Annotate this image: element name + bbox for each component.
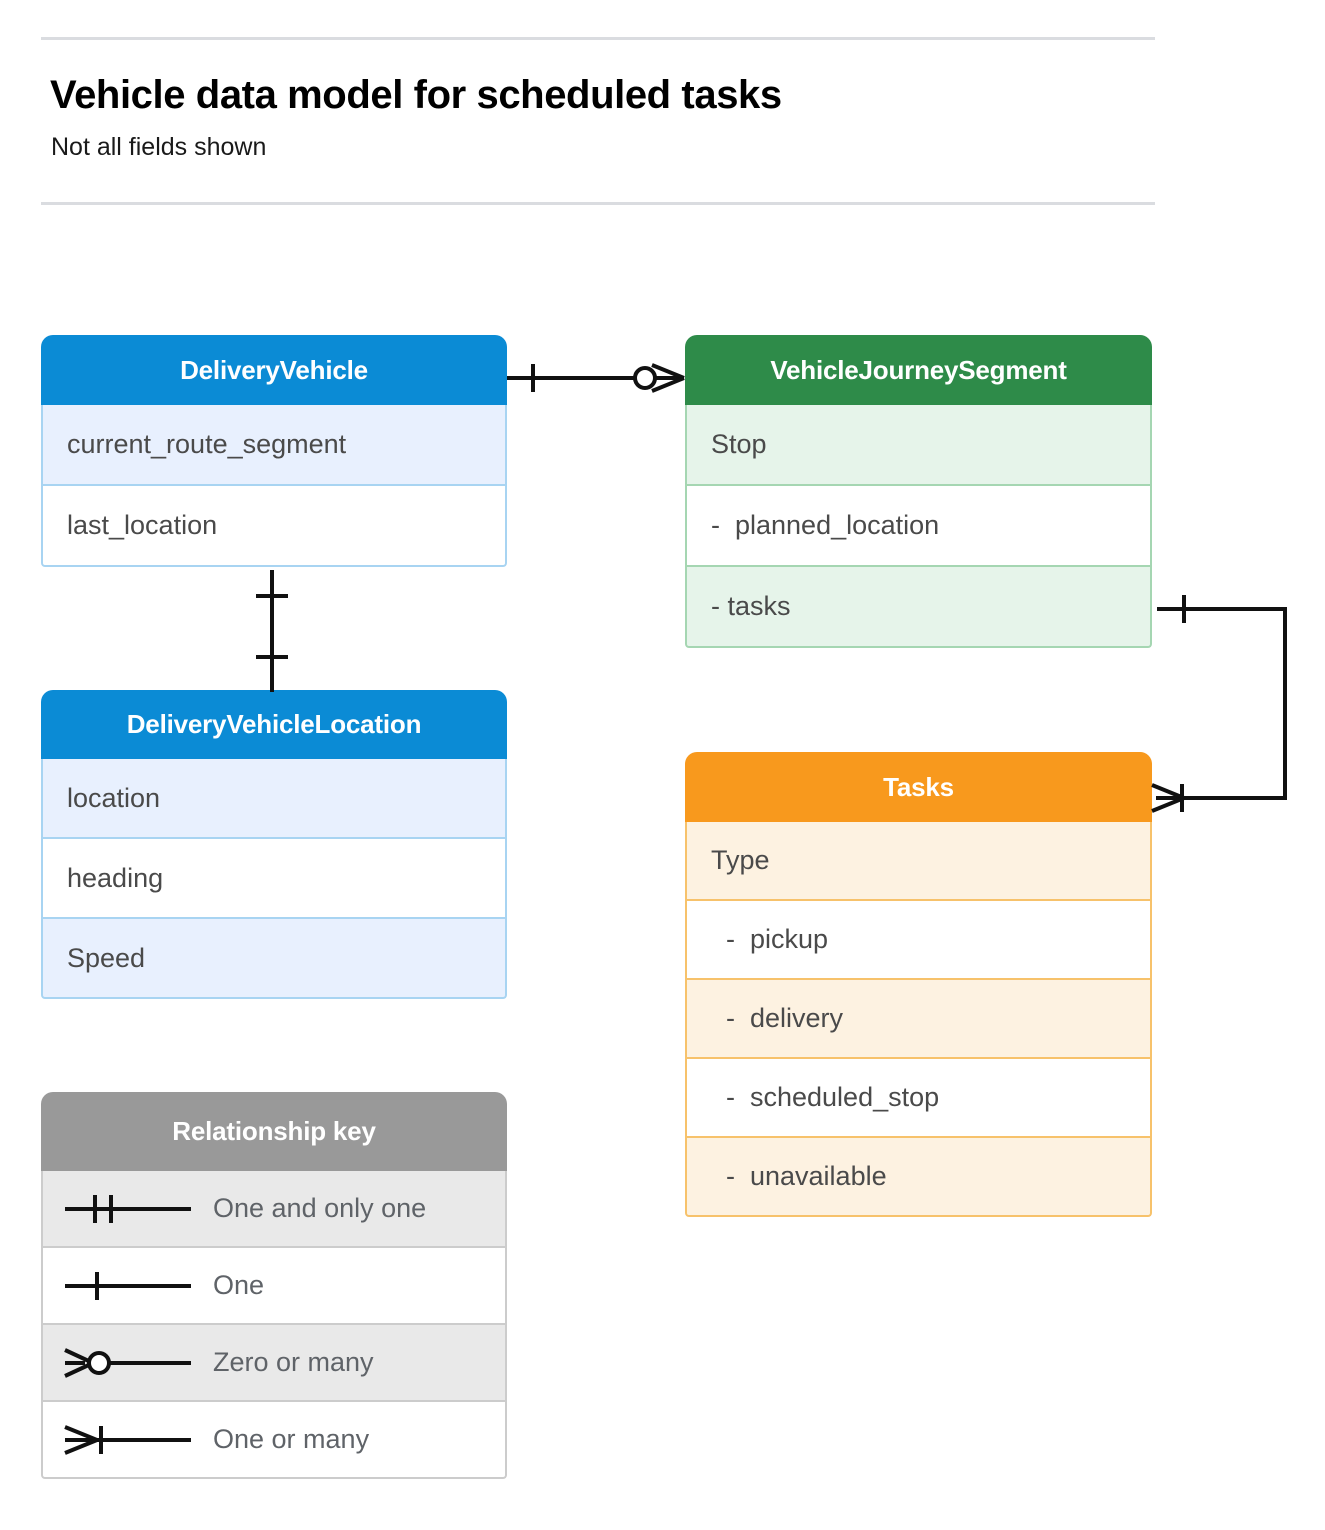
legend-item: One xyxy=(41,1248,507,1325)
field-row: - pickup xyxy=(685,901,1152,980)
page-title: Vehicle data model for scheduled tasks xyxy=(50,73,782,117)
field-row: Type xyxy=(685,822,1152,901)
entity-header-delivery-vehicle: DeliveryVehicle xyxy=(41,335,507,405)
legend-item-label: One or many xyxy=(213,1424,370,1454)
entity-header-vehicle-journey-segment: VehicleJourneySegment xyxy=(685,335,1152,405)
page-subtitle: Not all fields shown xyxy=(51,133,267,161)
field-row: - unavailable xyxy=(685,1138,1152,1217)
entity-delivery-vehicle[interactable]: DeliveryVehicle current_route_segment la… xyxy=(41,335,507,567)
legend-item-label: One and only one xyxy=(213,1193,427,1223)
field-row: current_route_segment xyxy=(41,405,507,486)
legend-title: Relationship key xyxy=(41,1092,507,1171)
field-row: heading xyxy=(41,839,507,919)
connector-vehicle-to-location xyxy=(256,570,288,692)
header-divider-top xyxy=(41,37,1155,40)
connector-tasks-relationship xyxy=(1151,595,1287,813)
one-icon xyxy=(43,1248,213,1323)
entity-vehicle-journey-segment[interactable]: VehicleJourneySegment Stop - planned_loc… xyxy=(685,335,1152,648)
field-row: - delivery xyxy=(685,980,1152,1059)
field-row: - scheduled_stop xyxy=(685,1059,1152,1138)
field-row: - tasks xyxy=(685,567,1152,648)
relationship-key-legend[interactable]: Relationship key One and only one One xyxy=(41,1092,507,1479)
connector-vehicle-to-journey-segment xyxy=(507,363,685,393)
entity-header-delivery-vehicle-location: DeliveryVehicleLocation xyxy=(41,690,507,759)
field-row: Stop xyxy=(685,405,1152,486)
entity-header-tasks: Tasks xyxy=(685,752,1152,822)
header-divider-bottom xyxy=(41,202,1155,205)
entity-tasks[interactable]: Tasks Type - pickup - delivery - schedul… xyxy=(685,752,1152,1217)
legend-item: One or many xyxy=(41,1402,507,1479)
field-row: last_location xyxy=(41,486,507,567)
legend-item: One and only one xyxy=(41,1171,507,1248)
field-row: Speed xyxy=(41,919,507,999)
field-row: - planned_location xyxy=(685,486,1152,567)
one-and-only-one-icon xyxy=(43,1171,213,1246)
zero-or-many-icon xyxy=(43,1325,213,1400)
entity-delivery-vehicle-location[interactable]: DeliveryVehicleLocation location heading… xyxy=(41,690,507,999)
legend-item: Zero or many xyxy=(41,1325,507,1402)
field-row: location xyxy=(41,759,507,839)
legend-item-label: Zero or many xyxy=(213,1347,374,1377)
legend-item-label: One xyxy=(213,1270,265,1300)
one-or-many-icon xyxy=(43,1402,213,1477)
